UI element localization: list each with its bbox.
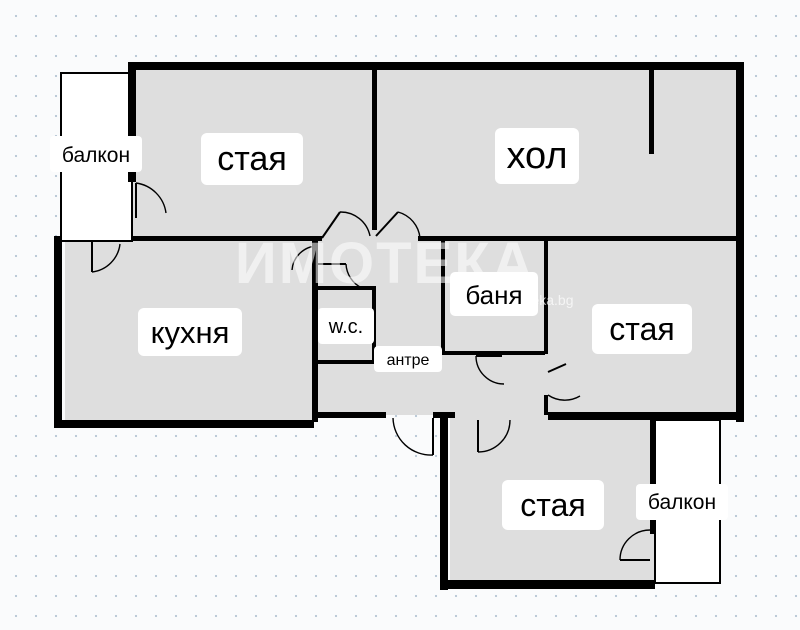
wall-bath-bottom [441, 351, 545, 355]
door-arc [91, 243, 121, 273]
label-text: стая [217, 140, 287, 178]
label-text: баня [465, 280, 522, 310]
label-box [502, 480, 604, 530]
label-room-right: стая [592, 304, 692, 354]
wall-left-upper [128, 62, 136, 182]
wall-bath-right [544, 240, 548, 354]
door-arc [477, 419, 511, 453]
label-box [450, 272, 538, 316]
label-text: антре [387, 352, 430, 369]
wall-wc-bottom [318, 360, 376, 364]
wall-right-room-left-stub [544, 395, 548, 415]
label-text: балкон [62, 144, 130, 167]
label-box [50, 136, 142, 172]
door-leaf [375, 211, 399, 237]
label-text: стая [520, 487, 585, 523]
label-room-bottom: стая [502, 480, 604, 530]
label-box [374, 346, 442, 372]
label-room-top: стая [201, 133, 303, 185]
wall-top [128, 62, 744, 70]
wall-bottom-room-right [650, 412, 656, 534]
label-box [138, 308, 242, 356]
door-arc [475, 355, 505, 385]
wall-bottom-room [440, 580, 655, 589]
door-leaf [547, 363, 567, 373]
wall-kitchen-hall [312, 240, 318, 422]
label-living: хол [495, 128, 579, 184]
watermark: ИМОТЕКА imoteka.bg [235, 231, 573, 308]
door-arc [619, 529, 651, 561]
wall-right-room-bottom [548, 412, 744, 420]
door-arc [135, 182, 167, 214]
label-text: кухня [151, 315, 230, 350]
door-arc [345, 263, 363, 289]
door-arc [392, 417, 434, 456]
door-arc [547, 394, 581, 401]
label-box [636, 484, 728, 520]
wall-left-kitchen [54, 236, 62, 428]
label-text: хол [506, 135, 567, 177]
label-balcony-right: балкон [636, 484, 728, 520]
wall-left-bottom-room [440, 412, 448, 590]
label-balcony-left: балкон [50, 136, 142, 172]
wall-right [736, 62, 744, 422]
wall-living-partial [649, 70, 654, 154]
door-leaf [321, 211, 341, 239]
label-box [592, 304, 692, 354]
wall-wc-top [318, 286, 374, 290]
label-kitchen: кухня [138, 308, 242, 356]
label-box [201, 133, 303, 185]
door-arc [339, 211, 371, 237]
wall-bottom-hall [314, 412, 386, 418]
label-box [318, 308, 374, 344]
label-hallway: антре [374, 346, 442, 372]
label-text: стая [609, 311, 674, 347]
exterior-walls [54, 62, 744, 590]
label-text: w.c. [328, 316, 363, 338]
wall-top-kitchen [132, 236, 322, 241]
wall-bath-left [441, 240, 445, 354]
label-box [495, 128, 579, 184]
wall-bottom-kitchen [54, 420, 314, 428]
room-labels: балкон стая хол кухня w.c. баня антре с [50, 128, 728, 530]
label-text: балкон [648, 491, 716, 514]
doors [91, 182, 651, 561]
label-wc: w.c. [318, 308, 374, 344]
wall-room-living [372, 70, 377, 230]
door-arc [397, 211, 421, 239]
wall-living-bottom [418, 236, 740, 241]
door-arc [291, 245, 319, 271]
label-bathroom: баня [450, 272, 538, 316]
